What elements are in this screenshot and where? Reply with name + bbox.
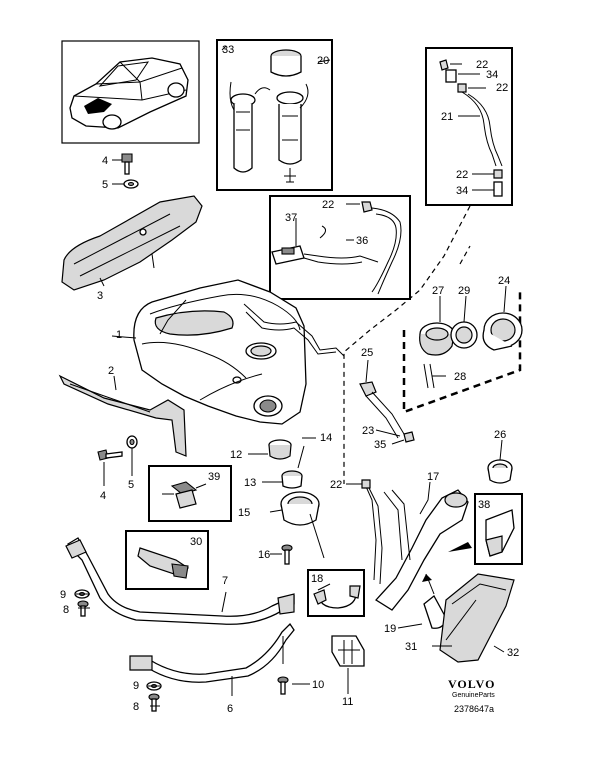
callout-8-top: 8 bbox=[63, 604, 69, 616]
callout-21: 21 bbox=[441, 111, 453, 123]
dashed-leader-2 bbox=[459, 245, 471, 265]
washer-5-bottom bbox=[126, 435, 138, 449]
callout-22-b: 22 bbox=[496, 82, 508, 94]
callout-31: 31 bbox=[405, 641, 417, 653]
tank-shield-2 bbox=[58, 374, 187, 457]
callout-22-a: 22 bbox=[476, 59, 488, 71]
callout-11: 11 bbox=[342, 696, 353, 708]
volvo-logo-text: VOLVO bbox=[448, 677, 495, 691]
callout-22-d: 22 bbox=[322, 199, 334, 211]
fuel-sender-15 bbox=[280, 491, 325, 559]
callout-25: 25 bbox=[361, 347, 373, 359]
callout-34-a: 34 bbox=[486, 69, 498, 81]
callout-5-bottom: 5 bbox=[128, 479, 134, 491]
washer-5-top bbox=[123, 179, 139, 189]
callout-15: 15 bbox=[238, 507, 250, 519]
callout-10: 10 bbox=[312, 679, 324, 691]
screw-8-top bbox=[77, 600, 89, 617]
connector-22-35 bbox=[403, 431, 415, 443]
leader-lines bbox=[76, 59, 507, 707]
clip-19 bbox=[422, 573, 447, 629]
callout-22-e: 22 bbox=[330, 479, 342, 491]
screw-4-top bbox=[121, 153, 133, 175]
screw-16 bbox=[281, 544, 293, 565]
sensor-inset-39 bbox=[148, 465, 232, 522]
filler-pipe-box bbox=[402, 290, 522, 414]
heat-shield bbox=[61, 195, 203, 291]
screw-4-bottom bbox=[97, 449, 123, 461]
callout-35: 35 bbox=[374, 439, 386, 451]
breather-valve-inset bbox=[269, 195, 411, 300]
callout-26: 26 bbox=[494, 429, 506, 441]
tank-strap-6 bbox=[129, 622, 295, 683]
callout-39: 39 bbox=[208, 471, 220, 483]
callout-38: 38 bbox=[478, 499, 490, 511]
callout-2: 2 bbox=[108, 365, 114, 377]
callout-7: 7 bbox=[222, 575, 228, 587]
callout-12: 12 bbox=[230, 449, 242, 461]
fuel-pump-inset bbox=[216, 39, 333, 191]
callout-24: 24 bbox=[498, 275, 510, 287]
clamp-inset-18 bbox=[307, 569, 365, 617]
filler-pipe-17 bbox=[363, 481, 469, 611]
callout-6: 6 bbox=[227, 703, 233, 715]
callout-27: 27 bbox=[432, 285, 444, 297]
small-connector-22 bbox=[361, 479, 371, 489]
reference-code: 2378647a bbox=[454, 704, 494, 714]
grommet-25 bbox=[359, 381, 405, 439]
vent-hose-inset bbox=[425, 47, 513, 206]
filler-cap-24 bbox=[482, 312, 523, 351]
callout-28: 28 bbox=[454, 371, 466, 383]
callout-4-bottom: 4 bbox=[100, 490, 106, 502]
callout-36: 36 bbox=[356, 235, 368, 247]
clip-inset-30 bbox=[125, 530, 209, 590]
callout-20: 20 bbox=[317, 55, 329, 67]
callout-22-c: 22 bbox=[456, 169, 468, 181]
callout-3: 3 bbox=[97, 290, 103, 302]
genuine-parts-text: GenuineParts bbox=[452, 692, 495, 699]
inset-38 bbox=[474, 493, 523, 565]
callout-18: 18 bbox=[311, 573, 323, 585]
screw-8-bottom bbox=[148, 693, 160, 712]
seal-12 bbox=[268, 439, 292, 460]
callout-32: 32 bbox=[507, 647, 519, 659]
leader-14 bbox=[297, 437, 316, 469]
dashed-leader bbox=[343, 205, 471, 484]
callout-17: 17 bbox=[427, 471, 439, 483]
seal-29 bbox=[450, 321, 478, 349]
grommet-27 bbox=[419, 322, 455, 356]
callout-16: 16 bbox=[258, 549, 270, 561]
callout-14: 14 bbox=[320, 432, 332, 444]
callout-34-b: 34 bbox=[456, 185, 468, 197]
grommet-26 bbox=[487, 459, 513, 484]
callout-1: 1 bbox=[116, 329, 122, 341]
callout-5-top: 5 bbox=[102, 179, 108, 191]
callout-29: 29 bbox=[458, 285, 470, 297]
callout-8-bottom: 8 bbox=[133, 701, 139, 713]
bracket-11 bbox=[331, 635, 365, 667]
vehicle-location-inset bbox=[61, 40, 200, 144]
seal-13 bbox=[281, 470, 303, 489]
callout-9-top: 9 bbox=[60, 589, 66, 601]
cover-31-32 bbox=[439, 573, 515, 663]
callout-30: 30 bbox=[190, 536, 202, 548]
callout-23: 23 bbox=[362, 425, 374, 437]
callout-4-top: 4 bbox=[102, 155, 108, 167]
callout-9-bottom: 9 bbox=[133, 680, 139, 692]
arrow-38 bbox=[448, 542, 472, 552]
callout-13: 13 bbox=[244, 477, 256, 489]
callout-19: 19 bbox=[384, 623, 396, 635]
callout-37: 37 bbox=[285, 212, 297, 224]
screw-10 bbox=[277, 636, 289, 695]
callout-33: 33 bbox=[222, 44, 234, 56]
tank-strap-7 bbox=[65, 537, 295, 625]
fuel-tank bbox=[133, 279, 345, 425]
